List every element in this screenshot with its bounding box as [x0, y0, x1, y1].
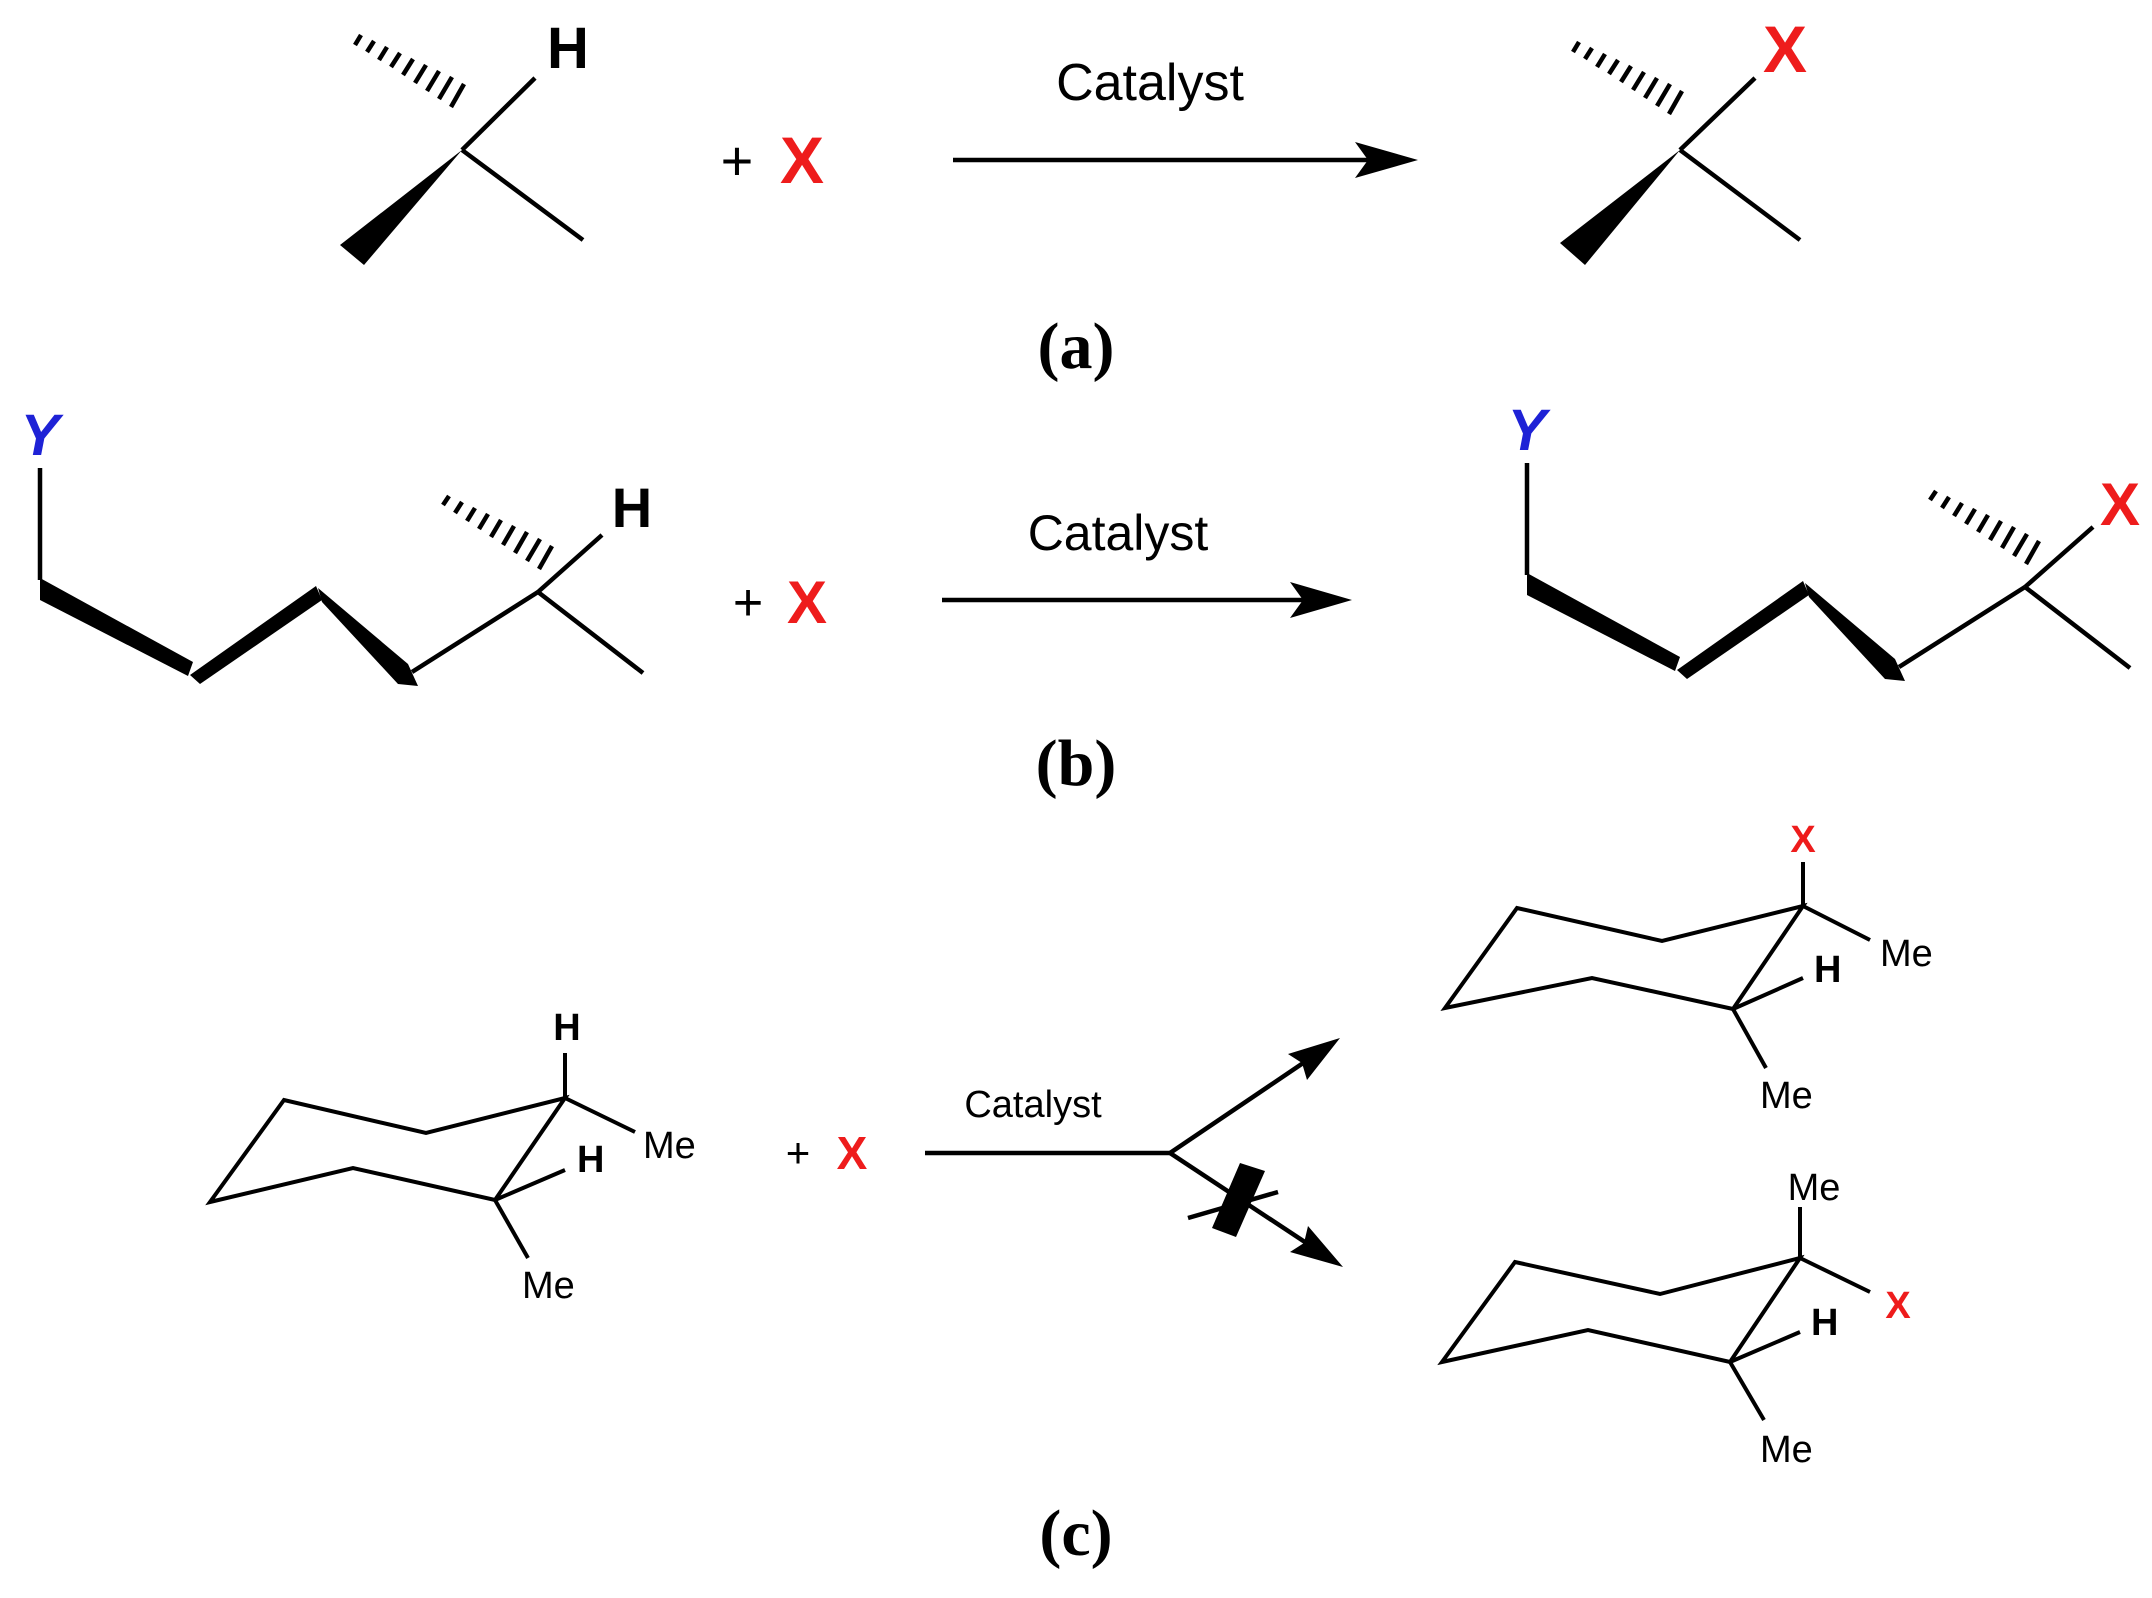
- panel-a-product: X: [1560, 12, 1807, 265]
- solid-wedge-bond: [340, 150, 462, 265]
- panel-c-product-blocked: Me X H Me: [1437, 1167, 1911, 1471]
- panel-a: H + X Catalyst X: [340, 12, 1807, 383]
- arrowhead: [1355, 142, 1418, 178]
- product1-h-label: H: [1814, 949, 1841, 991]
- blocked-pathway-cross-icon: [1212, 1163, 1265, 1237]
- solid-wedge-bond: [1527, 573, 1680, 671]
- reactant-h-label: H: [612, 476, 652, 539]
- panel-b: Y H + X: [21, 398, 2140, 800]
- reactant-me-right-label: Me: [643, 1125, 696, 1167]
- plus-sign: +: [721, 129, 754, 192]
- product2-x-label: X: [1885, 1285, 1911, 1327]
- reaction-arrow: [942, 582, 1352, 618]
- arrowhead-up: [1288, 1038, 1340, 1080]
- solid-wedge-bond: [318, 588, 418, 686]
- c-h-bond: [460, 76, 537, 152]
- branched-reaction-arrow: [925, 1038, 1343, 1267]
- panel-b-reactant: Y H: [21, 403, 652, 686]
- hashed-wedge-bond: [1928, 489, 2041, 566]
- catalyst-label: Catalyst: [1028, 505, 1209, 561]
- reactant-h-top-label: H: [553, 1007, 580, 1049]
- product2-me-top-label: Me: [1788, 1167, 1841, 1209]
- reactant-me-bottom-label: Me: [522, 1265, 575, 1307]
- reaction-arrow: [953, 142, 1418, 178]
- panel-c-reactant: H Me H Me: [205, 1007, 696, 1307]
- reactant-h-mid-label: H: [577, 1139, 604, 1181]
- me-bond: [1731, 1008, 1768, 1069]
- panel-c-product-formed: X Me H Me: [1440, 819, 1933, 1117]
- hashed-wedge-bond: [353, 33, 466, 109]
- arrow-branch-up: [1168, 1053, 1317, 1155]
- h-bond: [494, 1168, 566, 1202]
- reagent-x-label: X: [787, 569, 827, 636]
- product2-me-bottom-label: Me: [1760, 1429, 1813, 1471]
- h-bond: [1732, 976, 1804, 1011]
- solid-wedge-bond: [40, 578, 193, 676]
- product1-me-bottom-label: Me: [1760, 1075, 1813, 1117]
- blocked-pathway-dash: [1187, 1189, 1279, 1221]
- plus-sign: +: [733, 574, 763, 632]
- panel-caption-c: (c): [1039, 1497, 1112, 1570]
- panel-a-reactant: H: [340, 16, 589, 265]
- solid-wedge-bond: [1560, 150, 1680, 265]
- product-x-label: X: [1763, 12, 1807, 86]
- reagent-x-label: X: [837, 1127, 868, 1179]
- c-x-bond: [2023, 525, 2095, 589]
- solid-wedge-bond: [1805, 583, 1905, 681]
- equatorial-me-bond: [564, 1096, 636, 1134]
- catalyst-label: Catalyst: [964, 1084, 1102, 1126]
- product2-h-label: H: [1811, 1302, 1838, 1344]
- arrowhead-down: [1290, 1226, 1343, 1267]
- reactant-h-label: H: [547, 16, 589, 81]
- c-me-bond: [2023, 585, 2132, 670]
- equatorial-me-bond: [1802, 904, 1871, 942]
- solid-wedge-bond: [190, 586, 322, 684]
- panel-caption-b: (b): [1036, 727, 1117, 800]
- product-x-label: X: [2100, 471, 2140, 538]
- equatorial-x-bond: [1799, 1256, 1871, 1294]
- arrowhead: [1290, 582, 1352, 618]
- cyclohexane-ring: [1437, 1254, 1805, 1366]
- product1-x-label: X: [1790, 819, 1816, 861]
- chain-bond: [1897, 585, 2027, 669]
- c-x-bond: [1678, 76, 1757, 152]
- cyclohexane-ring: [205, 1094, 570, 1206]
- plus-sign: +: [786, 1129, 811, 1176]
- c-me-bond: [536, 590, 645, 675]
- panel-b-product: Y X: [1508, 398, 2140, 681]
- product-y-label: Y: [1508, 398, 1552, 463]
- hashed-wedge-bond: [441, 494, 554, 571]
- reactant-y-label: Y: [21, 403, 65, 468]
- reagent-x-label: X: [780, 123, 824, 197]
- panel-caption-a: (a): [1038, 310, 1115, 383]
- chain-bond: [410, 590, 540, 674]
- c-me-bond: [1678, 148, 1802, 242]
- hashed-wedge-bond: [1571, 40, 1684, 116]
- catalyst-label: Catalyst: [1056, 54, 1244, 112]
- panel-c: H Me H Me + X Catalyst X Me: [205, 819, 1933, 1570]
- h-bond: [1729, 1330, 1801, 1364]
- solid-wedge-bond: [1677, 581, 1809, 679]
- me-bond: [1728, 1360, 1766, 1422]
- me-bond: [493, 1199, 530, 1259]
- cyclohexane-ring: [1440, 902, 1808, 1012]
- c-me-bond: [460, 148, 585, 242]
- product1-me-right-label: Me: [1880, 933, 1933, 975]
- c-h-bond: [536, 533, 604, 594]
